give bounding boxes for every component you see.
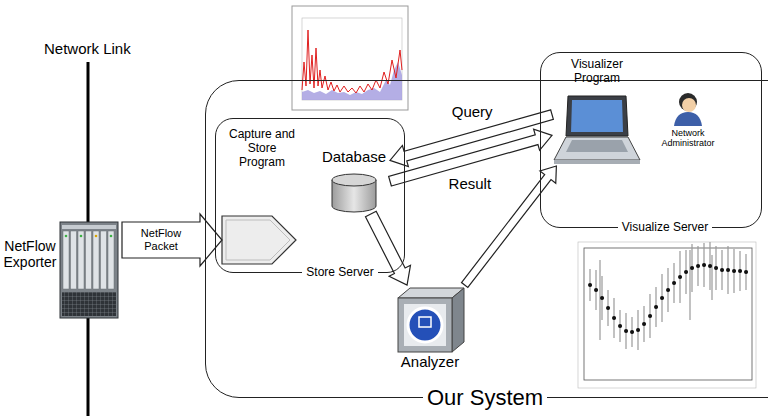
node-label: NetFlow Exporter [2,238,58,270]
art-part [566,96,628,136]
server-region: Visualizer ProgramNetwork AdministratorV… [540,52,762,228]
art-part [63,231,69,289]
administrator-icon [674,93,702,126]
art-part [226,220,290,260]
art-part [408,308,442,342]
region-label: Visualize Server [618,221,712,235]
art-part [65,235,68,238]
art-part [62,292,116,316]
node-label: Visualizer Program [552,58,642,86]
art-part [679,93,697,111]
art-part [554,160,640,164]
region-label: Our System [423,385,547,410]
flow-arrow [122,214,222,266]
node-label: Network Administrator [650,128,726,149]
art-part [590,265,746,332]
art-part [78,231,84,289]
art-part [578,242,756,388]
art-part [93,231,99,289]
art-part [554,137,640,160]
art-part [62,292,116,316]
art-part [302,18,402,100]
art-part [62,225,116,229]
edge-label: NetFlow Packet [135,227,187,252]
capture-chevron [222,216,296,264]
art-part [452,288,464,352]
label-frame: NetFlow Exporter [2,238,58,271]
node-label: Database [322,148,386,165]
database-cylinder [332,174,376,212]
art-part [110,235,113,238]
art-part [60,222,118,318]
art-part [222,216,296,264]
art-part [571,100,623,132]
art-part [566,140,628,152]
art-part [86,231,92,289]
art-part [398,298,452,352]
laptop-illustration [554,96,640,164]
label-frame: Capture and Store Program [227,128,297,170]
art-part [590,242,746,350]
label-frame: Network Administrator [650,128,726,150]
art-part [101,231,107,289]
art-part [332,174,376,186]
analyzer-node: Analyzer [385,285,475,375]
edge-label: Result [447,175,494,192]
art-part [404,304,446,346]
person-node: Network Administrator [650,90,728,156]
art-part [682,98,696,112]
art-part [302,30,402,93]
art-part [674,112,702,126]
laptop-node: Visualizer Program [552,58,644,166]
art-part [419,317,431,327]
link-label: Network Link [44,40,131,57]
art-part [108,231,114,289]
node-label: Capture and Store Program [227,128,297,169]
art-part [80,235,83,238]
database-node: Database [318,148,390,214]
label-frame: Analyzer [385,353,475,371]
edge-label: Query [450,104,495,121]
server-region: Capture and Store ProgramDatabaseStore S… [215,118,405,273]
traffic-chart [292,6,408,110]
node-label: Analyzer [401,353,459,370]
label-frame: Visualizer Program [552,58,642,86]
region-label: Store Server [302,266,377,280]
art-part [95,235,98,238]
statistics-chart [578,242,756,388]
router-node: NetFlow Exporter [2,218,122,324]
program-node: Capture and Store Program [222,126,302,266]
router-illustration [60,222,118,318]
system-region: Capture and Store Program DatabaseStore S… [205,80,768,398]
art-part [71,231,77,289]
label-frame: Database [318,148,390,166]
art-part [292,6,408,110]
art-part [584,248,752,380]
analyzer-box [398,288,464,352]
